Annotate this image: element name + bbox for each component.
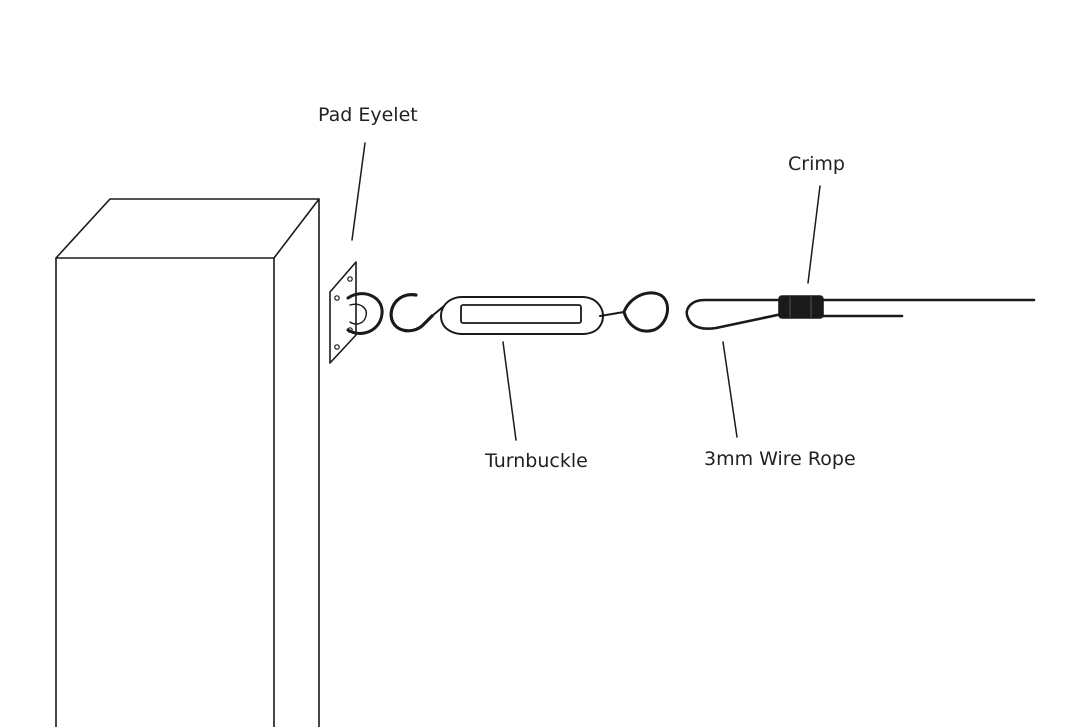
turnbuckle-eye	[622, 291, 670, 333]
pad-eyelet-label: Pad Eyelet	[318, 104, 418, 126]
pad-eyelet	[329, 261, 384, 364]
pad-eyelet-screw-hole	[334, 344, 340, 350]
turnbuckle-hook	[389, 293, 434, 333]
turnbuckle-body	[440, 296, 604, 335]
turnbuckle-slot	[460, 304, 582, 324]
pad-eyelet-plate	[329, 261, 357, 364]
wire-rope	[685, 295, 1036, 330]
post-top-face	[55, 198, 320, 259]
wire-rope-leader	[722, 341, 738, 438]
wire-rope-loop	[685, 298, 784, 330]
pad-eyelet-screw-hole	[334, 295, 340, 301]
pad-eyelet-loop	[346, 292, 384, 335]
post	[55, 198, 320, 727]
turnbuckle-label: Turnbuckle	[485, 450, 588, 472]
turnbuckle-leader	[502, 341, 517, 441]
pad-eyelet-screw-hole	[347, 276, 353, 282]
pad-eyelet-leader	[351, 142, 366, 241]
wire-rope-label: 3mm Wire Rope	[704, 448, 856, 470]
crimp-sleeve	[778, 295, 824, 319]
crimp-leader	[807, 185, 821, 284]
crimp-label: Crimp	[788, 153, 845, 175]
pad-eyelet-loop-inner	[349, 303, 367, 325]
leader-lines	[351, 142, 821, 441]
turnbuckle-right-shaft	[599, 311, 625, 317]
turnbuckle	[389, 291, 670, 335]
